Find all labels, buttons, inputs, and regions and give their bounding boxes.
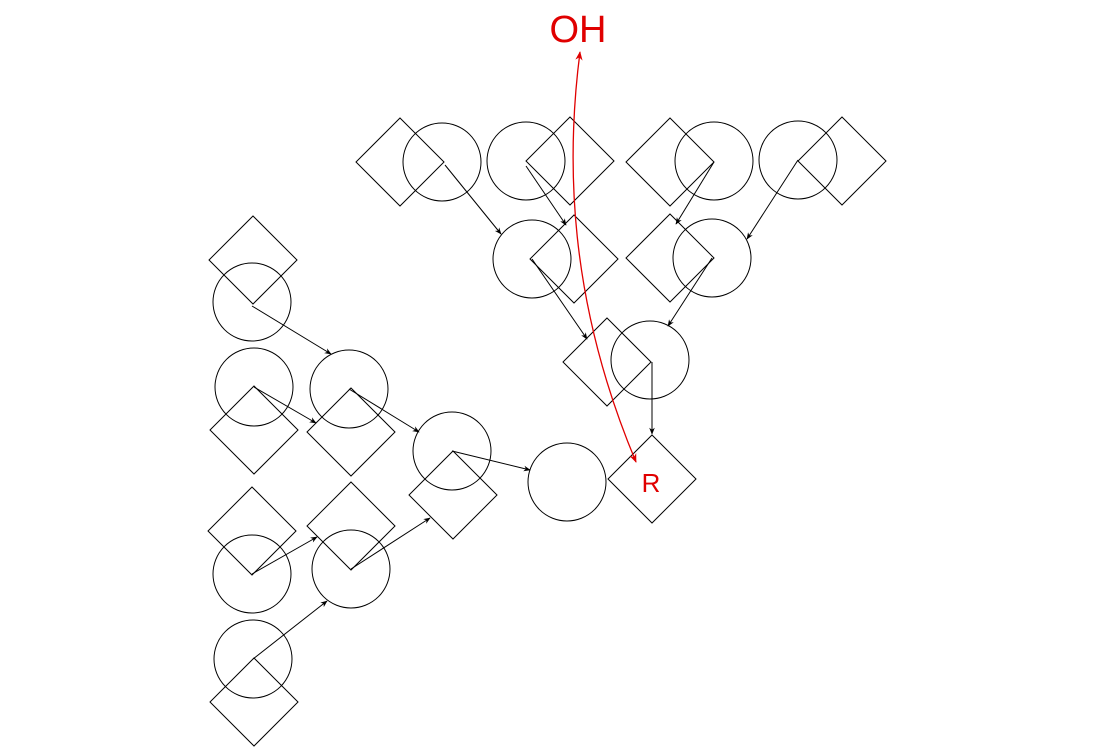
circle-shape xyxy=(213,619,293,699)
edge-l4-l5 xyxy=(251,536,318,575)
circle-shape xyxy=(492,219,572,299)
diamond-shape xyxy=(355,117,445,207)
node-l6 xyxy=(209,619,299,747)
node-ya xyxy=(607,434,697,524)
circle-shape xyxy=(412,411,492,491)
node-m1 xyxy=(492,214,619,304)
circle-shape xyxy=(674,121,754,201)
edge-t3-m2 xyxy=(675,161,715,225)
edge-t1-m1 xyxy=(444,164,502,235)
circle-shape xyxy=(672,218,752,298)
node-l2 xyxy=(306,349,396,477)
edge-l6-l5 xyxy=(252,600,328,660)
diamond-shape xyxy=(525,116,615,206)
diamond-shape xyxy=(529,214,619,304)
circle-shape xyxy=(402,122,482,202)
node-c1 xyxy=(408,411,498,540)
label-on: ОН xyxy=(550,9,607,51)
edge-t4-m2 xyxy=(746,159,799,240)
edge-c1-c2 xyxy=(451,450,531,472)
circle-shape xyxy=(212,262,292,342)
node-t4 xyxy=(758,116,887,206)
nodes-layer xyxy=(207,116,887,747)
edge-l5-c1 xyxy=(350,517,431,570)
circle-shape xyxy=(610,320,690,400)
node-l4 xyxy=(207,486,297,614)
node-l5 xyxy=(306,481,396,609)
edge-t2-m1 xyxy=(525,165,567,226)
circle-shape xyxy=(758,120,838,200)
diamond-shape xyxy=(607,434,697,524)
edge-l1-l2 xyxy=(251,305,332,355)
node-m2 xyxy=(625,213,752,303)
diamond-shape xyxy=(797,116,887,206)
edge-l3-l2 xyxy=(253,386,317,424)
circle-shape xyxy=(527,442,607,522)
circle-shape xyxy=(212,534,292,614)
circle-shape xyxy=(309,349,389,429)
node-l1 xyxy=(208,215,298,342)
diamond-shape xyxy=(625,213,715,303)
diamond-shape xyxy=(207,486,297,576)
circle-shape xyxy=(486,121,566,201)
node-l3 xyxy=(209,347,299,475)
circle-shape xyxy=(311,529,391,609)
edge-m2-p1 xyxy=(667,257,713,327)
diamond-shape xyxy=(625,117,715,207)
diamond-shape xyxy=(209,385,299,475)
on-ya-relation-arrow xyxy=(572,51,637,463)
diamond-shape xyxy=(208,215,298,305)
diamond-shape xyxy=(408,450,498,540)
circle-shape xyxy=(214,347,294,427)
node-t2 xyxy=(486,116,615,206)
label-ya: Я xyxy=(642,468,661,498)
node-c2 xyxy=(527,442,607,522)
node-t3 xyxy=(625,117,754,207)
diamond-shape xyxy=(306,387,396,477)
diamond-shape xyxy=(306,481,396,571)
diamond-shape xyxy=(562,317,652,407)
edge-l2-c1 xyxy=(348,388,420,433)
diamond-shape xyxy=(209,657,299,747)
edge-m1-p1 xyxy=(531,258,588,340)
node-t1 xyxy=(355,117,482,207)
edges-layer xyxy=(251,159,799,660)
